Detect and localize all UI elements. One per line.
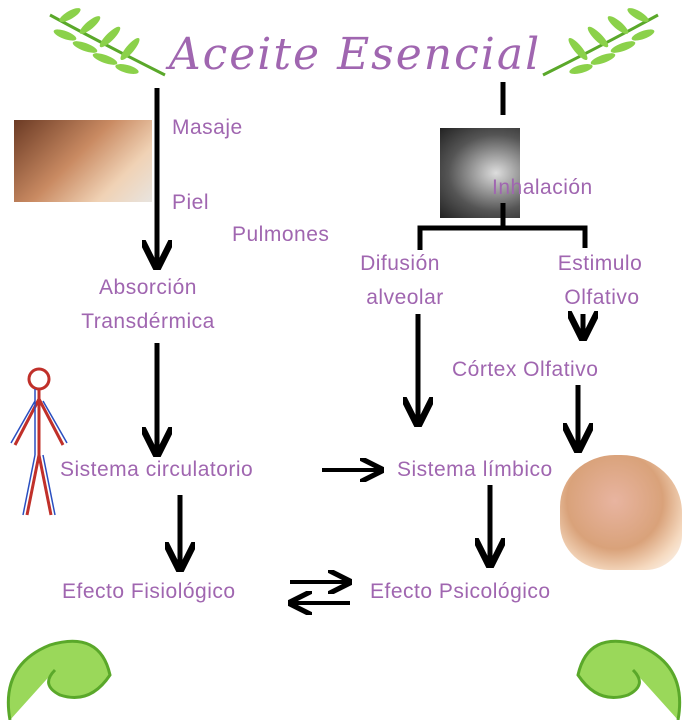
circulatory-body-icon	[10, 367, 68, 516]
label-alveolar: alveolar	[366, 286, 444, 309]
label-transdermica: Transdérmica	[81, 310, 215, 333]
label-efecto-fisiologico: Efecto Fisiológico	[62, 580, 236, 603]
fern-leaf-right-icon	[542, 8, 659, 77]
bracket-inhalacion-split	[417, 225, 588, 250]
label-piel: Piel	[172, 191, 210, 214]
brain-head-photo	[560, 455, 682, 570]
label-pulmones: Pulmones	[232, 223, 330, 246]
swirl-leaf-bottom-right-icon	[576, 639, 682, 720]
label-sistema-limbico: Sistema límbico	[397, 458, 553, 481]
label-efecto-psicologico: Efecto Psicológico	[370, 580, 551, 603]
fern-leaf-left-icon	[49, 8, 166, 77]
label-olfativo: Olfativo	[564, 286, 640, 309]
nose-photo	[440, 128, 520, 218]
label-difusion: Difusión	[360, 252, 440, 275]
massage-photo	[14, 120, 152, 202]
label-cortex-olfativo: Córtex Olfativo	[452, 358, 599, 381]
swirl-leaf-bottom-left-icon	[6, 639, 112, 720]
label-absorcion: Absorción	[99, 276, 197, 299]
label-sistema-circulatorio: Sistema circulatorio	[60, 458, 254, 481]
page-title: Aceite Esencial	[168, 29, 542, 80]
label-estimulo: Estimulo	[557, 252, 643, 275]
label-masaje: Masaje	[172, 116, 243, 139]
label-inhalacion: Inhalación	[492, 176, 593, 199]
